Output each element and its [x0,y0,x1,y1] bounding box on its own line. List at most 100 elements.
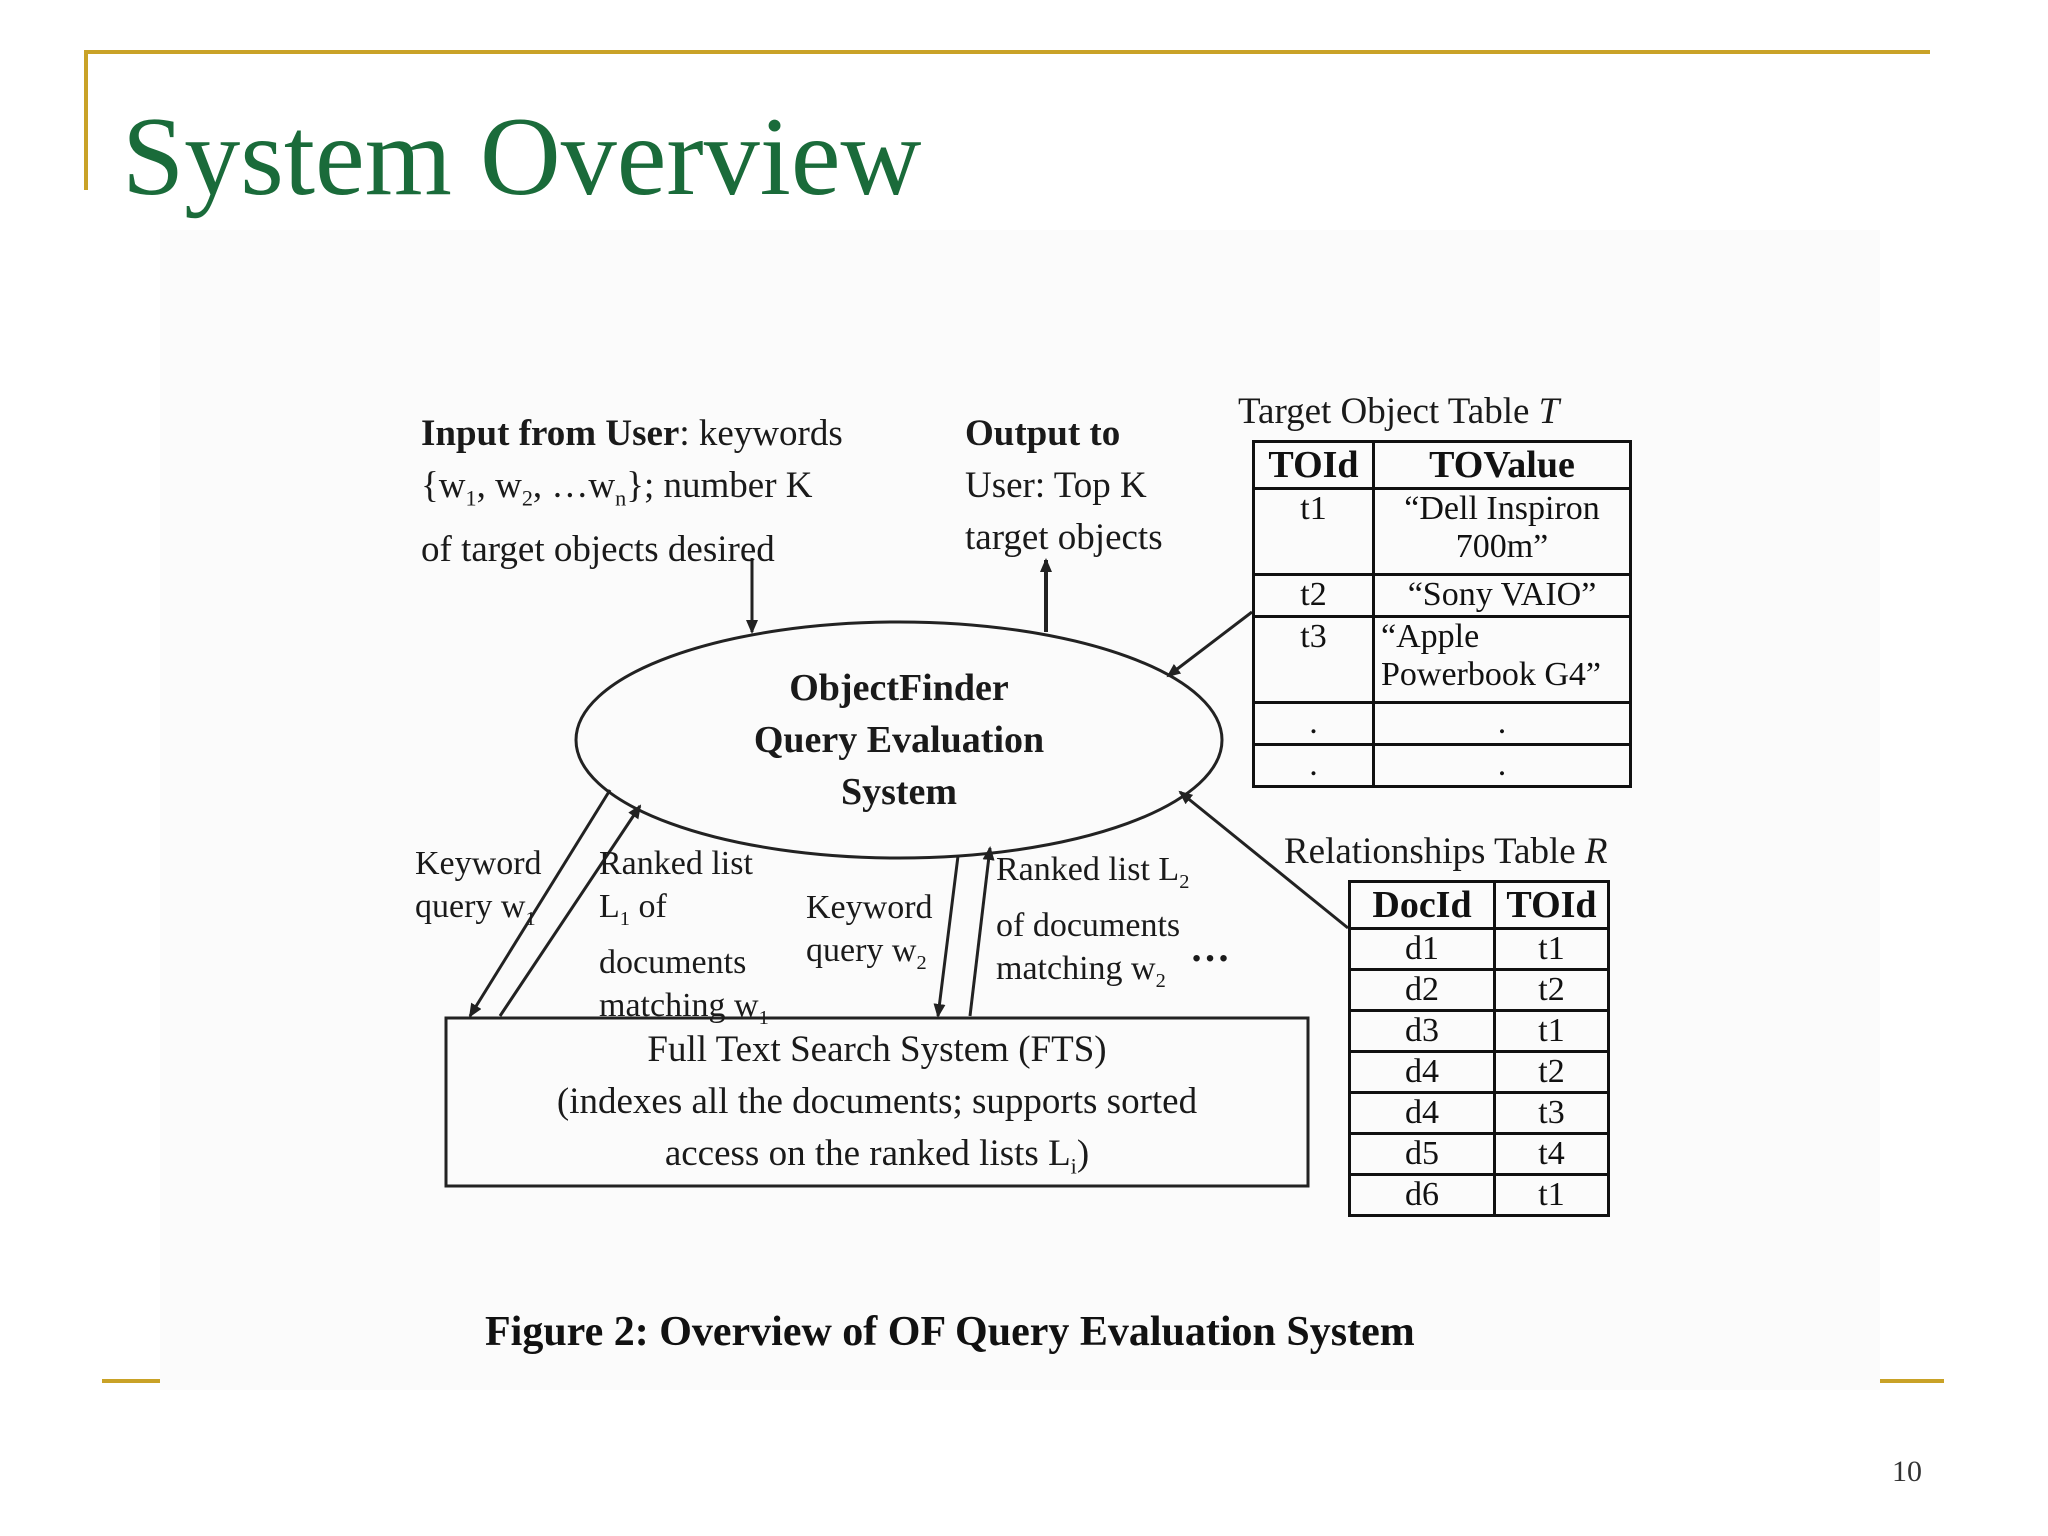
keyword-query-w2-label: Keyword query w2 [806,886,933,985]
input-label: Input from User: keywords {w1, w2, …wn};… [421,408,843,576]
table-cell: “Dell Inspiron 700m” [1372,487,1632,576]
rl2-sub: 2 [1179,870,1190,893]
table-cell: d4 [1348,1050,1496,1094]
rl2-match-sub: 2 [1155,969,1166,992]
output-line-1: Output to [965,413,1121,454]
rl1-l: L [599,888,620,925]
input-keywords-open: {w [421,465,466,506]
table-cell: t3 [1252,615,1375,704]
output-line-2: User: Top K [965,465,1147,506]
fts-line-3: access on the ranked lists Li) [446,1128,1308,1192]
table-cell: “Sony VAIO” [1372,573,1632,618]
table-cell: d1 [1348,927,1496,971]
kw1-line-2: query w1 [415,885,542,941]
table-cell: t4 [1493,1132,1610,1176]
table-cell: d3 [1348,1009,1496,1053]
target-table-connector [1166,610,1253,678]
fts-line-1: Full Text Search System (FTS) [647,1029,1107,1070]
table-cell: d4 [1348,1091,1496,1135]
keyword-query-w1-label: Keyword query w1 [415,842,542,941]
col-header: TOValue [1372,440,1632,490]
input-line-3: of target objects desired [421,529,775,571]
central-line-3: System [840,771,958,813]
target-table-caption: Target Object Table T [1238,386,1559,438]
table-cell: t1 [1493,1173,1610,1217]
output-line-3: target objects [965,517,1163,558]
central-system-label: ObjectFinder Query Evaluation System [699,662,1099,818]
table-cell: d5 [1348,1132,1496,1176]
page-number: 10 [1892,1455,1922,1488]
rel-caption-text: Relationships Table [1284,831,1585,872]
fts-line-3-text: access on the ranked lists L [664,1133,1071,1174]
figure-caption: Figure 2: Overview of OF Query Evaluatio… [485,1309,1415,1355]
table-row: . . [1252,743,1632,788]
keyword-query-w1-arrow [468,789,612,1018]
top-rule [84,50,1930,54]
rl2-line-3: matching w2 [996,947,1189,1003]
rel-table-caption: Relationships Table R [1284,826,1608,878]
left-rule [84,50,88,190]
table-cell: d2 [1348,968,1496,1012]
rl1-of: of [629,888,667,925]
fts-line-2: (indexes all the documents; supports sor… [556,1081,1198,1122]
table-cell: t2 [1493,968,1610,1012]
rl2-line-2: of documents [996,906,1181,944]
col-header: TOId [1252,440,1375,490]
fts-line-3-sub: i [1070,1153,1077,1179]
input-keywords-mid-1: , w [476,465,522,506]
input-heading: Input from User [421,413,680,454]
rel-table-header: DocId TOId [1348,880,1610,930]
table-cell: d6 [1348,1173,1496,1217]
input-line-1-rest: : keywords [679,413,843,454]
rl2-line-1: Ranked list L2 [996,848,1189,904]
fts-label: Full Text Search System (FTS) (indexes a… [446,1024,1308,1192]
table-row: t2 “Sony VAIO” [1252,573,1632,618]
target-table-header: TOId TOValue [1252,440,1632,490]
col-header: TOId [1493,880,1610,930]
table-cell: “Apple Powerbook G4” [1372,615,1632,704]
rl1-line-2: L1 of [599,885,769,941]
target-caption-var: T [1538,391,1560,432]
output-label: Output to User: Top K target objects [965,408,1163,564]
ranked-list-l2-arrow [968,846,995,1017]
kw1-line-1: Keyword [415,845,542,882]
input-line-1: Input from User: keywords [421,408,843,460]
rel-caption-var: R [1584,831,1608,872]
kw2-sub: 2 [916,951,927,974]
input-keywords-mid-2: , …w [532,465,616,506]
central-ellipse [574,620,1224,860]
keyword-query-w2-arrow [933,855,960,1018]
table-cell: t2 [1252,573,1375,618]
table-cell: t1 [1493,1009,1610,1053]
central-line-1: ObjectFinder [789,667,1009,709]
table-cell: t1 [1252,487,1375,576]
table-cell: . [1252,701,1375,746]
col-header: DocId [1348,880,1496,930]
rl2-text: Ranked list L [996,851,1180,888]
table-cell: t2 [1493,1050,1610,1094]
target-caption-text: Target Object Table [1238,391,1539,432]
ranked-list-l1-label: Ranked list L1 of documents matching w1 [599,842,769,1040]
kw1-sub: 1 [525,907,536,930]
fts-line-3-close: ) [1076,1133,1090,1174]
rl1-line-3: documents [599,943,747,981]
rl1-line-4: matching w1 [599,984,769,1040]
rl1-match-sub: 1 [758,1006,769,1029]
input-line-2: {w1, w2, …wn}; number K [421,460,843,524]
rl1-line-1: Ranked list [599,845,753,882]
table-cell: . [1252,743,1375,788]
kw1-text: query w [415,888,526,925]
kw2-text: query w [806,932,917,969]
table-row: t1 “Dell Inspiron 700m” [1252,487,1632,576]
input-keywords-close: }; number K [626,465,813,506]
target-object-table: TOId TOValue t1 “Dell Inspiron 700m” t2 … [1252,440,1632,788]
rl1-sub: 1 [619,907,630,930]
